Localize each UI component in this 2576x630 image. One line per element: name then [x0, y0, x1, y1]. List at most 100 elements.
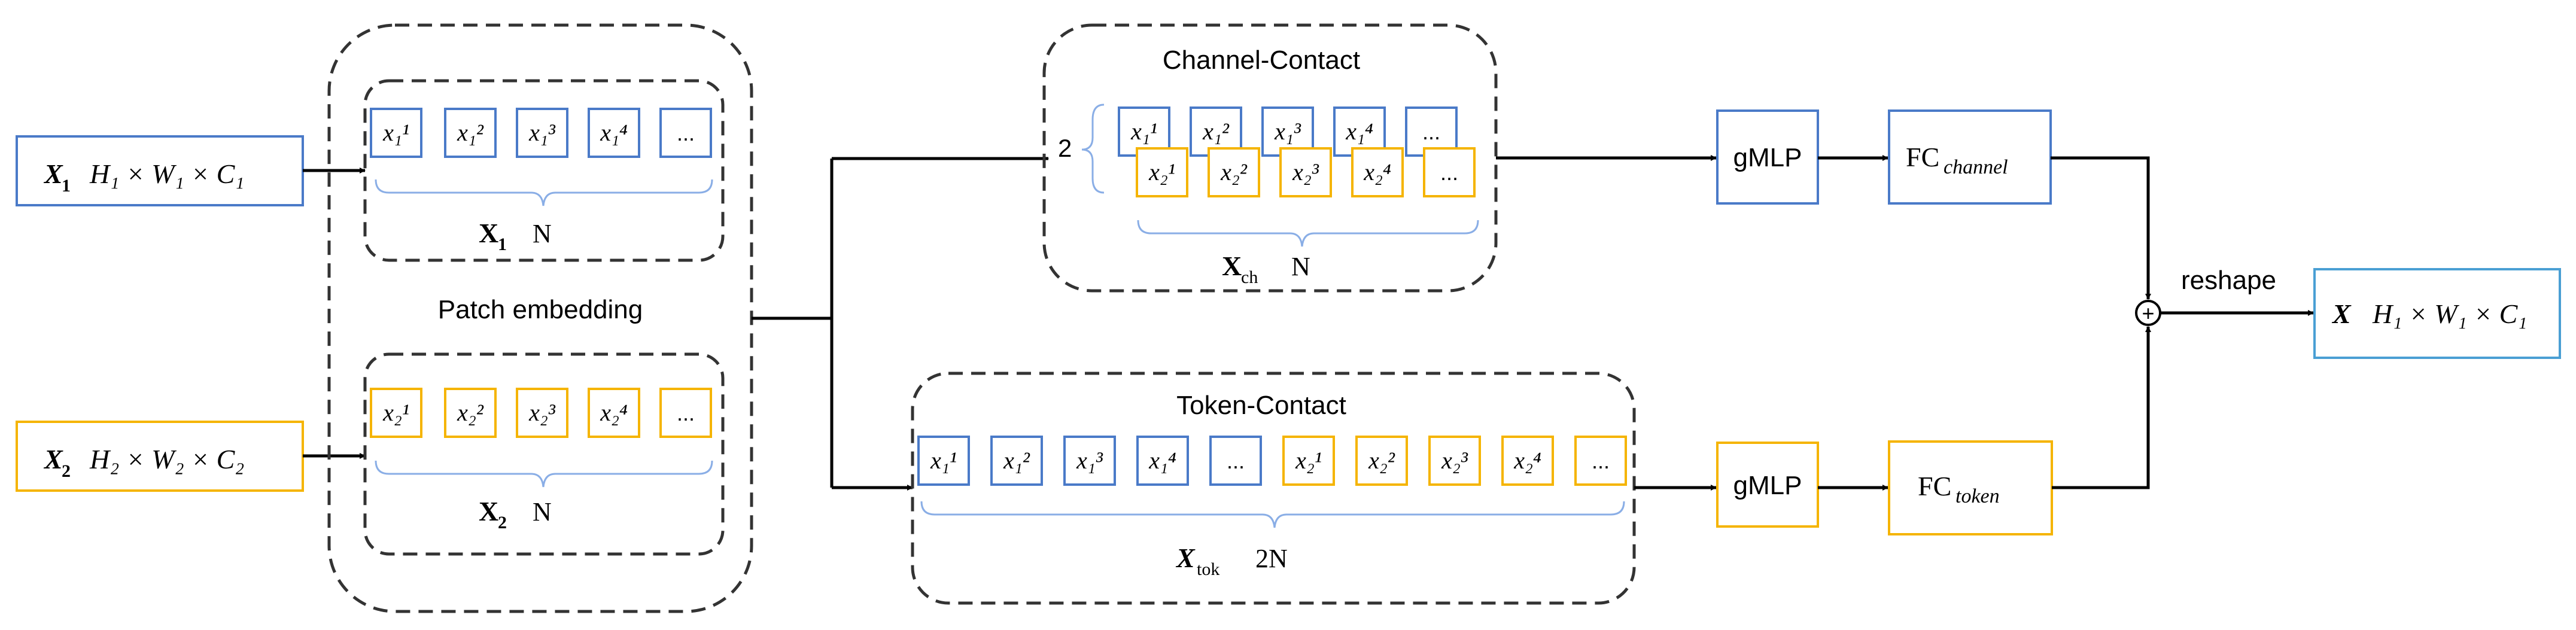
arrow-fc-channel-to-add [2051, 156, 2151, 300]
token-label: ... [677, 401, 695, 425]
token-label: x₂¹ [382, 399, 409, 426]
token-caption-n: 2N [1255, 544, 1288, 573]
token-x2-4: x₂⁴ [588, 388, 640, 438]
token-contact-container: Token-Contact x₁¹ x₁² x₁³ x₁⁴ ... x₂¹ x₂… [911, 372, 1636, 605]
token-label: x₁³ [1076, 447, 1103, 474]
ch-token-x2-3: x₂³ [1279, 147, 1332, 197]
input-x1-sub: 1 [62, 176, 71, 196]
reshape-label: reshape [2181, 266, 2276, 295]
tok-token-x2-ellipsis: ... [1574, 436, 1627, 486]
token-x2-ellipsis: ... [659, 388, 712, 438]
channel-caption-sub: ch [1241, 267, 1258, 287]
token-label: x₂¹ [1148, 159, 1175, 185]
split-connector [752, 156, 1049, 491]
token-label: x₂¹ [1295, 447, 1322, 474]
token-row-yellow: x₂¹ x₂² x₂³ x₂⁴ ... [1282, 436, 1627, 486]
patch-group2-tokens: x₂¹ x₂² x₂³ x₂⁴ ... [370, 388, 712, 438]
tok-token-x1-4: x₁⁴ [1136, 436, 1189, 486]
gmlp-top-block: gMLP [1716, 109, 1819, 205]
ch-token-x2-2: x₂² [1208, 147, 1260, 197]
token-label: x₁² [1003, 447, 1030, 474]
input-x1-box: X 1 H₁ × W₁ × C₁ [16, 135, 304, 206]
fc-channel-sub: channel [1944, 156, 2008, 178]
token-label: x₂³ [528, 399, 556, 426]
patch-group2-caption-var: X [479, 496, 498, 526]
token-label: x₁⁴ [1148, 447, 1176, 474]
patch-group1-tokens: x₁¹ x₁² x₁³ x₁⁴ ... [370, 108, 712, 158]
input-x2-box: X 2 H₂ × W₂ × C₂ [16, 421, 304, 492]
output-dims: H₁ × W₁ × C₁ [2372, 299, 2527, 329]
token-label: ... [1592, 449, 1610, 473]
fc-token-sub: token [1955, 485, 2000, 507]
token-x1-2: x₁² [444, 108, 497, 158]
channel-multiplier: 2 [1058, 134, 1072, 162]
channel-contact-container: Channel-Contact 2 x₁¹ x₁² x₁³ x₁⁴ ... x₂… [1042, 23, 1498, 293]
token-label: x₂³ [1292, 159, 1319, 185]
patch-embedding-label: Patch embedding [438, 295, 643, 324]
patch-embedding-container: Patch embedding x₁¹ x₁² x₁³ x₁⁴ ... X 1 … [327, 23, 753, 613]
token-label: x₂⁴ [600, 399, 628, 426]
channel-bottom-brace [1137, 220, 1479, 247]
token-caption-sub: tok [1197, 559, 1219, 579]
token-label: x₂² [457, 399, 484, 426]
token-label: x₁⁴ [1345, 118, 1373, 145]
add-operator: + [2135, 300, 2161, 326]
output-box: X H₁ × W₁ × C₁ [2313, 268, 2561, 359]
token-x1-1: x₁¹ [370, 108, 422, 158]
output-var: X [2331, 299, 2352, 329]
token-x1-3: x₁³ [516, 108, 568, 158]
tok-token-x1-3: x₁³ [1063, 436, 1116, 486]
patch-group1-caption-var: X [479, 218, 498, 248]
ch-token-x1-3: x₁³ [1261, 106, 1314, 157]
input-x1-dims: H₁ × W₁ × C₁ [89, 159, 244, 189]
arrow-fc-token-to-add [2052, 326, 2151, 489]
tok-token-x2-4: x₂⁴ [1501, 436, 1554, 486]
gmlp-top-label: gMLP [1733, 143, 1802, 172]
patch-group1-caption-n: N [533, 219, 552, 248]
token-label: x₁¹ [382, 119, 409, 146]
patch-group2-caption-sub: 2 [498, 513, 507, 532]
token-label: x₁² [1202, 118, 1230, 145]
input-x2-dims: H₂ × W₂ × C₂ [89, 444, 244, 474]
patch-group2-container [363, 352, 725, 556]
channel-caption-var: X [1222, 251, 1242, 281]
token-x2-1: x₂¹ [370, 388, 422, 438]
ch-token-x2-1: x₂¹ [1136, 147, 1188, 197]
token-x2-2: x₂² [444, 388, 497, 438]
token-label: x₂⁴ [1513, 447, 1541, 474]
token-label: x₂² [1368, 447, 1395, 474]
token-label: x₁³ [528, 119, 556, 146]
channel-left-brace [1081, 104, 1105, 194]
token-label: x₂² [1220, 159, 1248, 185]
input-x1-var: X [43, 159, 63, 189]
patch-group1-caption-sub: 1 [498, 235, 507, 254]
fc-token-block: FC token [1888, 440, 2053, 535]
patch-group2-caption-n: N [533, 497, 552, 526]
token-bottom-brace [920, 501, 1625, 528]
token-x1-4: x₁⁴ [588, 108, 640, 158]
fc-token-prefix: FC [1918, 471, 1951, 501]
channel-row2: x₂¹ x₂² x₂³ x₂⁴ ... [1136, 147, 1476, 197]
tok-token-x1-1: x₁¹ [917, 436, 970, 486]
token-row-blue: x₁¹ x₁² x₁³ x₁⁴ ... [917, 436, 1262, 486]
add-symbol: + [2142, 301, 2154, 325]
gmlp-bottom-block: gMLP [1716, 442, 1819, 528]
ch-token-x2-ellipsis: ... [1423, 147, 1476, 197]
token-x1-ellipsis: ... [659, 108, 712, 158]
patch-group2-brace [375, 460, 713, 488]
tok-token-x2-2: x₂² [1355, 436, 1408, 486]
token-label: ... [677, 121, 695, 145]
input-x2-sub: 2 [62, 461, 71, 481]
token-label: x₂⁴ [1363, 159, 1391, 185]
token-label: x₁³ [1274, 118, 1301, 145]
token-contact-title: Token-Contact [1176, 391, 1346, 420]
token-label: ... [1227, 449, 1245, 473]
channel-contact-title: Channel-Contact [1163, 45, 1360, 75]
input-x2-var: X [43, 444, 63, 474]
token-label: x₁⁴ [600, 119, 628, 146]
token-label: x₁¹ [1130, 118, 1157, 145]
token-label: ... [1440, 160, 1458, 185]
fc-channel-block: FC channel [1888, 109, 2052, 205]
patch-group1-brace [375, 179, 713, 206]
